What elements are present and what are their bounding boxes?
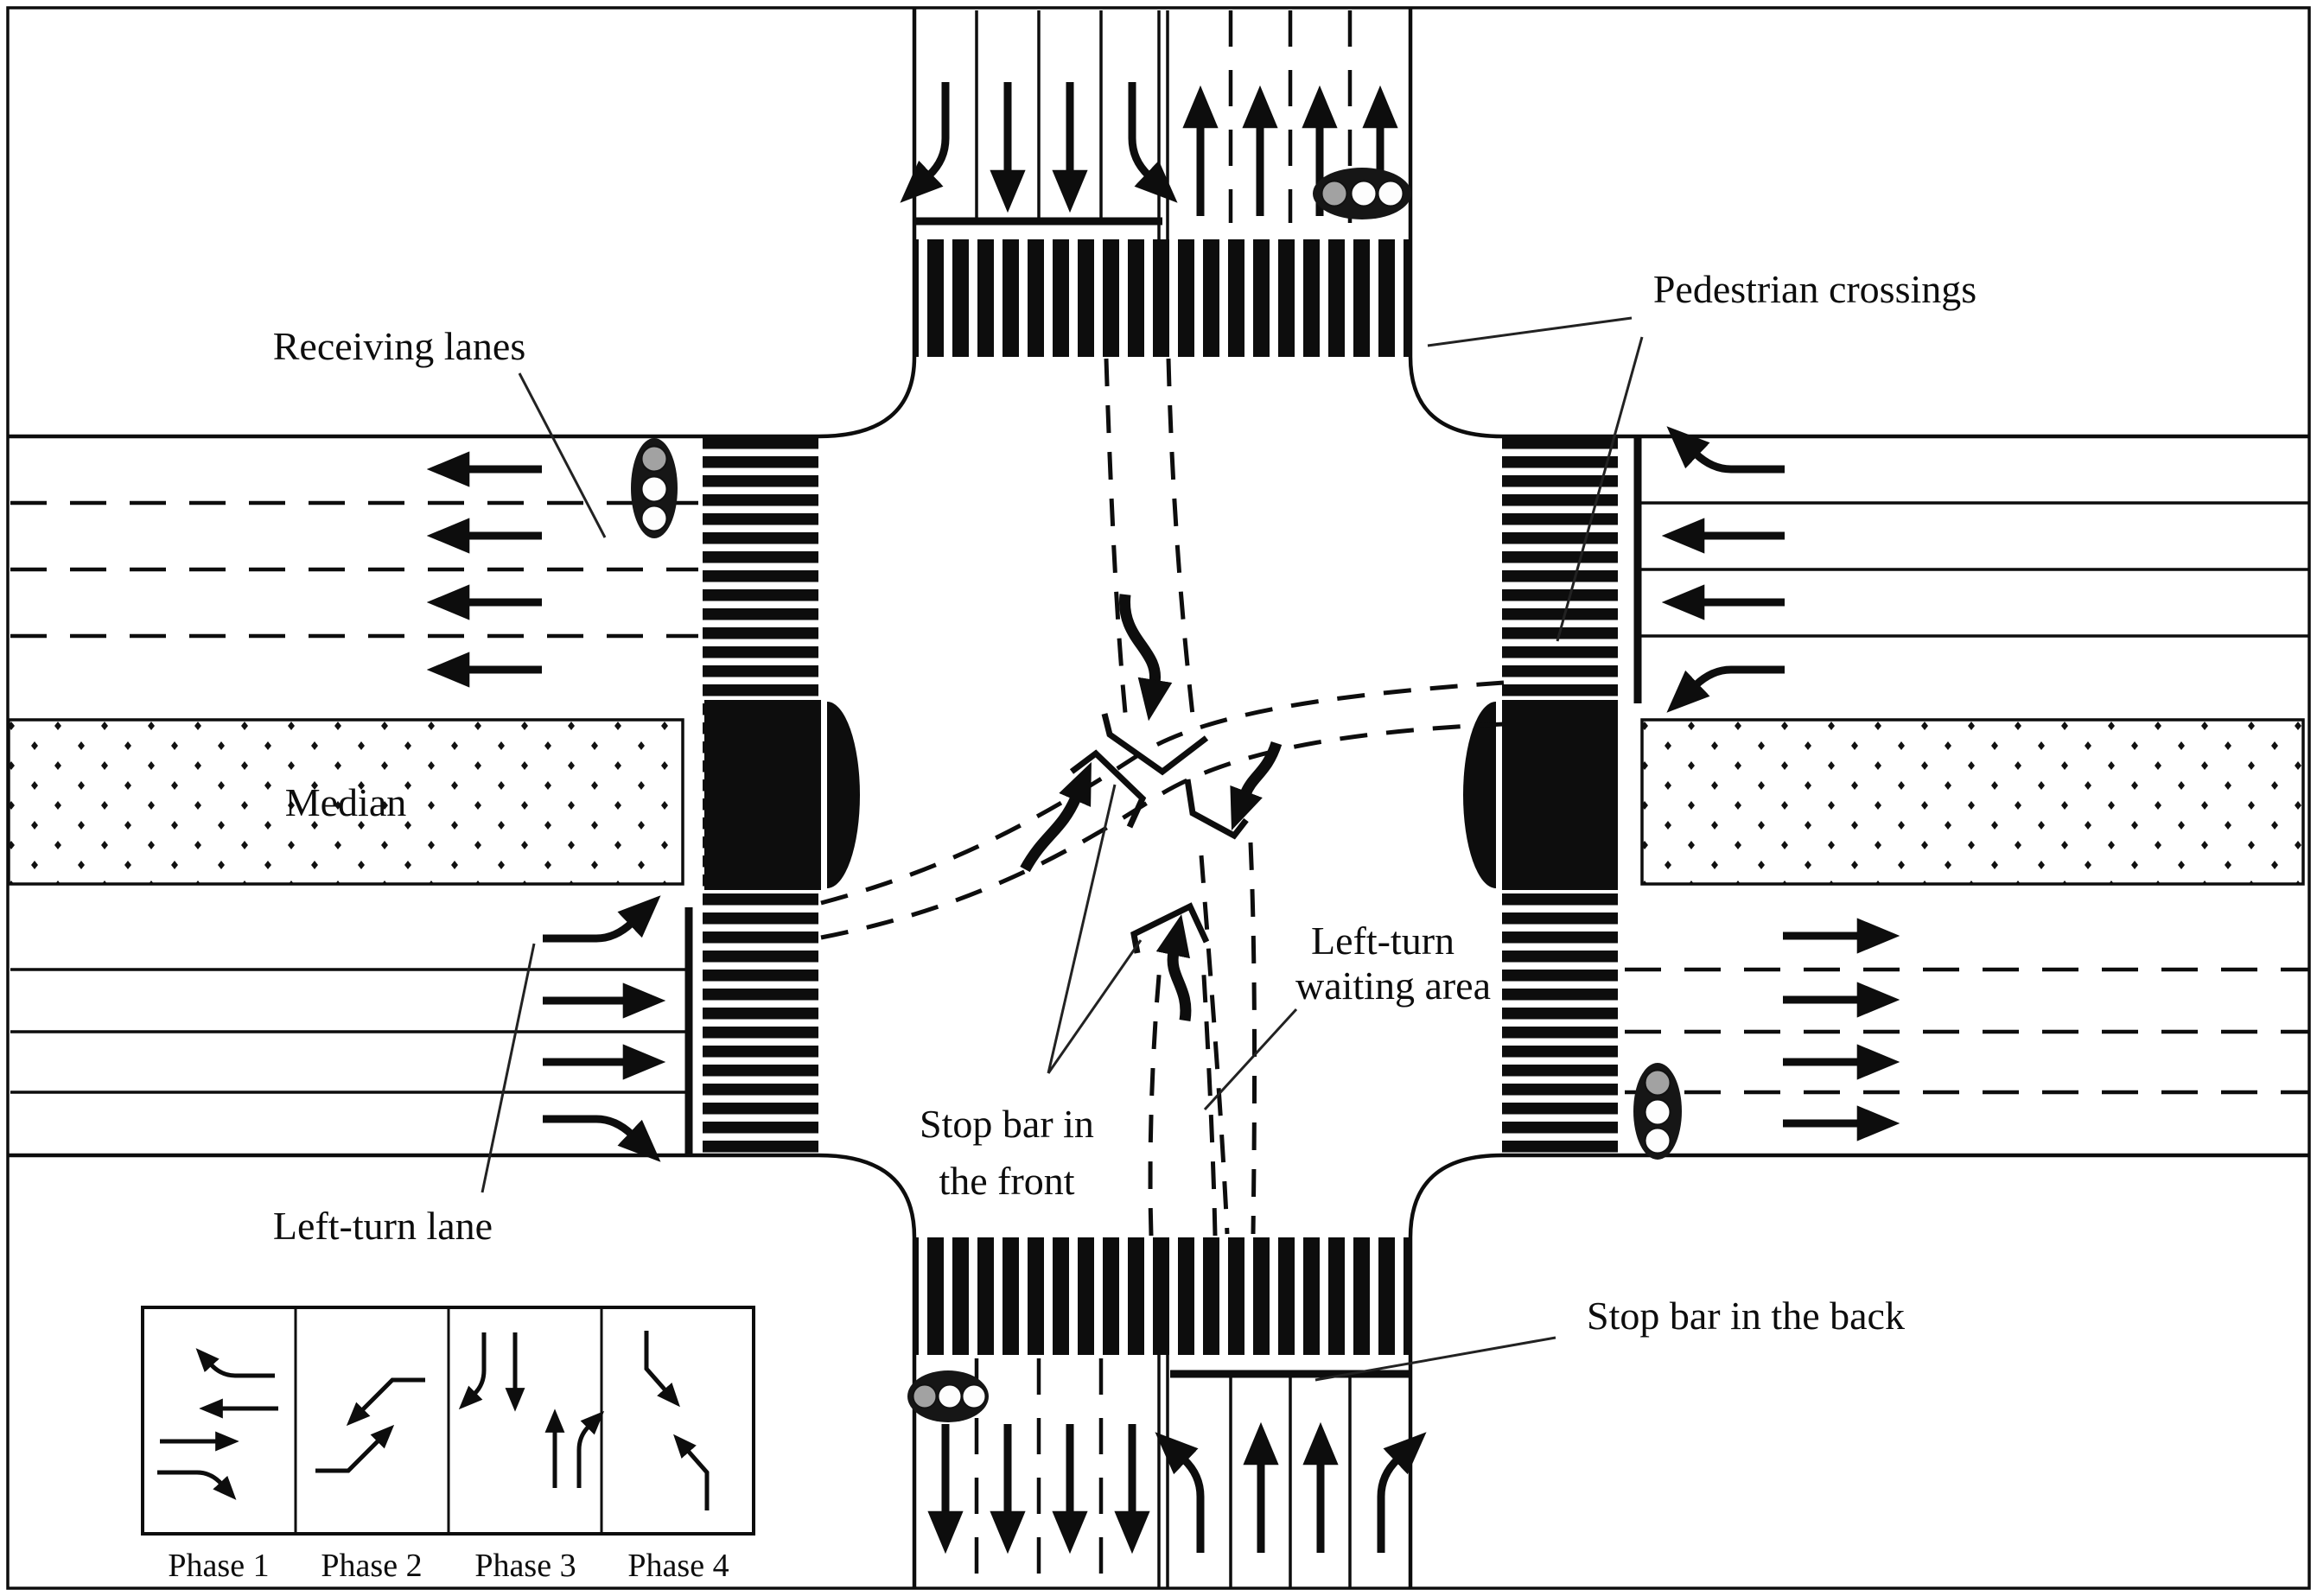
- stop-bar-front-leader-1: [1047, 784, 1117, 1074]
- left-turn-lane-arrow: [1666, 665, 1785, 713]
- right-turn-lane-arrow: [543, 1115, 661, 1162]
- westbound-exit-guide-left: [1199, 855, 1230, 1235]
- southbound-guide-right: [1166, 358, 1197, 731]
- phase-2-label: Phase 2: [321, 1548, 422, 1584]
- stop-bar-back-leader: [1314, 1336, 1556, 1382]
- westbound-waiting-area: [1184, 741, 1283, 840]
- traffic-signals: [631, 168, 1682, 1422]
- south-crosswalk: [914, 1237, 1410, 1355]
- median-label: Median: [285, 780, 407, 824]
- east-median-nose: [1502, 700, 1618, 890]
- left-turn-waiting-leader: [1203, 1008, 1298, 1111]
- corner-fillet-nw: [818, 356, 917, 439]
- front-stop-bar-northbound: [1130, 902, 1210, 954]
- pedestrian-crossings-label: Pedestrian crossings: [1653, 267, 1976, 311]
- eastbound-receiving-arrows: [1783, 918, 1900, 1141]
- southbound-waiting-area: [1101, 594, 1209, 776]
- left-turn-lane-leader: [481, 943, 536, 1193]
- phase-3-label: Phase 3: [474, 1548, 576, 1584]
- pedestrian-crossings-leader-2: [1556, 336, 1644, 642]
- northbound-guide-right: [1200, 960, 1218, 1237]
- lane-arrows: [426, 82, 1900, 1555]
- north-crosswalk: [914, 239, 1410, 357]
- median-noses: [704, 700, 1618, 890]
- west-median-nose: [704, 700, 821, 890]
- left-turn-lane-label: Left-turn lane: [273, 1204, 493, 1248]
- receiving-lanes-leader: [518, 372, 607, 538]
- west-traffic-light-icon: [631, 438, 678, 538]
- pedestrian-crossings-leader-1: [1427, 316, 1633, 347]
- phase-4-label: Phase 4: [627, 1548, 729, 1584]
- corner-fillet-ne: [1408, 356, 1503, 439]
- left-turn-waiting-label-line1: Left-turn: [1311, 919, 1454, 963]
- corner-fillet-sw: [818, 1153, 917, 1238]
- phase-diagram: Phase 1 Phase 2 Phase 3 Phase 4: [141, 1306, 755, 1584]
- right-turn-lane-arrow: [900, 82, 950, 203]
- lane-lines-dashed: [10, 10, 2309, 1588]
- southbound-receiving-arrows: [927, 1424, 1150, 1555]
- stop-bar-front-label-line1: Stop bar in: [920, 1102, 1094, 1146]
- phase-4-cell: [644, 1331, 710, 1510]
- left-turn-arrow-icon: [1230, 741, 1283, 830]
- left-turn-waiting-label-line2: waiting area: [1295, 963, 1491, 1008]
- front-stop-bar-southbound: [1101, 713, 1209, 776]
- medians: [7, 718, 2305, 886]
- east-traffic-light-icon: [1633, 1063, 1682, 1160]
- phase-1-label: Phase 1: [168, 1548, 269, 1584]
- left-turn-waiting-areas: [1020, 594, 1283, 1022]
- text-labels: Receiving lanes Pedestrian crossings Med…: [273, 267, 1976, 1338]
- left-turn-arrow-icon: [1119, 594, 1173, 722]
- west-median-nose-round: [827, 702, 860, 888]
- eastbound-approach-arrows: [543, 895, 666, 1162]
- southbound-guide-left: [1104, 358, 1129, 722]
- front-stop-bar-westbound: [1184, 779, 1249, 840]
- left-turn-lane-arrow: [1155, 1432, 1205, 1553]
- left-turn-guide-lines: [820, 358, 1505, 1237]
- stop-bar-front-leader-2: [1047, 939, 1143, 1074]
- westbound-approach-arrows: [1661, 426, 1785, 713]
- northbound-waiting-area: [1130, 902, 1210, 1022]
- north-traffic-light-icon: [1313, 168, 1411, 219]
- west-median-strip: [7, 718, 684, 886]
- receiving-lanes-label: Receiving lanes: [273, 324, 526, 368]
- northbound-guide-left: [1148, 965, 1162, 1237]
- southbound-approach-arrows: [900, 82, 1178, 213]
- westbound-exit-guide-right: [1248, 842, 1257, 1235]
- corner-fillet-se: [1408, 1153, 1503, 1238]
- leader-lines: [481, 316, 1644, 1382]
- left-turn-lane-arrow: [543, 895, 661, 943]
- left-turn-lane-arrow: [1128, 82, 1178, 203]
- right-turn-lane-arrow: [1666, 426, 1785, 474]
- phase-2-cell: [315, 1377, 425, 1473]
- south-traffic-light-icon: [907, 1370, 989, 1422]
- phase-3-cell: [458, 1332, 605, 1488]
- east-median-strip: [1640, 718, 2305, 886]
- phase-1-cell: [157, 1348, 278, 1500]
- stop-bar-front-label-line2: the front: [939, 1159, 1074, 1203]
- left-turn-arrow-icon: [1155, 914, 1192, 1022]
- northbound-approach-arrows: [1155, 1421, 1427, 1553]
- stop-lines: [684, 217, 1642, 1378]
- right-turn-lane-arrow: [1377, 1432, 1427, 1553]
- east-median-nose-round: [1463, 702, 1496, 888]
- eastbound-waiting-area: [1020, 749, 1147, 873]
- westbound-receiving-arrows: [426, 451, 542, 688]
- left-turn-guide-lower: [820, 722, 1505, 940]
- left-turn-arrow-icon: [1020, 761, 1092, 873]
- stop-bar-back-label: Stop bar in the back: [1587, 1294, 1905, 1338]
